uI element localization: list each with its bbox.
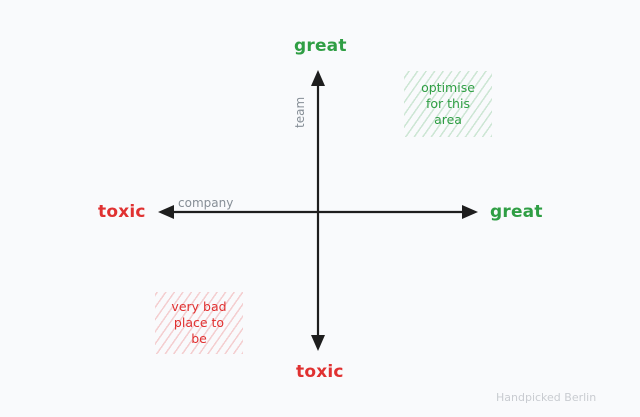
watermark: Handpicked Berlin (496, 391, 597, 404)
optimise-zone: optimise for this area (404, 71, 492, 137)
optimise-zone-line-2: for this (426, 96, 470, 111)
bad-zone-line-2: place to (173, 315, 225, 330)
company-axis-label: company (178, 196, 234, 210)
bad-place-zone: very bad place to be (155, 292, 243, 354)
arrow-up-icon (311, 70, 325, 86)
bad-zone-line-3: be (191, 331, 207, 346)
company-toxic-label: toxic (98, 202, 146, 222)
horizontal-axis-arrow (158, 205, 478, 219)
bad-zone-line-1: very bad (171, 299, 227, 314)
team-toxic-label: toxic (296, 362, 344, 382)
arrow-right-icon (462, 205, 478, 219)
team-axis-label: team (293, 96, 307, 128)
arrow-left-icon (158, 205, 174, 219)
vertical-axis-arrow (311, 70, 325, 351)
arrow-down-icon (311, 335, 325, 351)
team-great-label: great (294, 36, 347, 56)
company-great-label: great (490, 202, 543, 222)
optimise-zone-line-1: optimise (421, 80, 475, 95)
optimise-zone-line-3: area (434, 112, 462, 127)
